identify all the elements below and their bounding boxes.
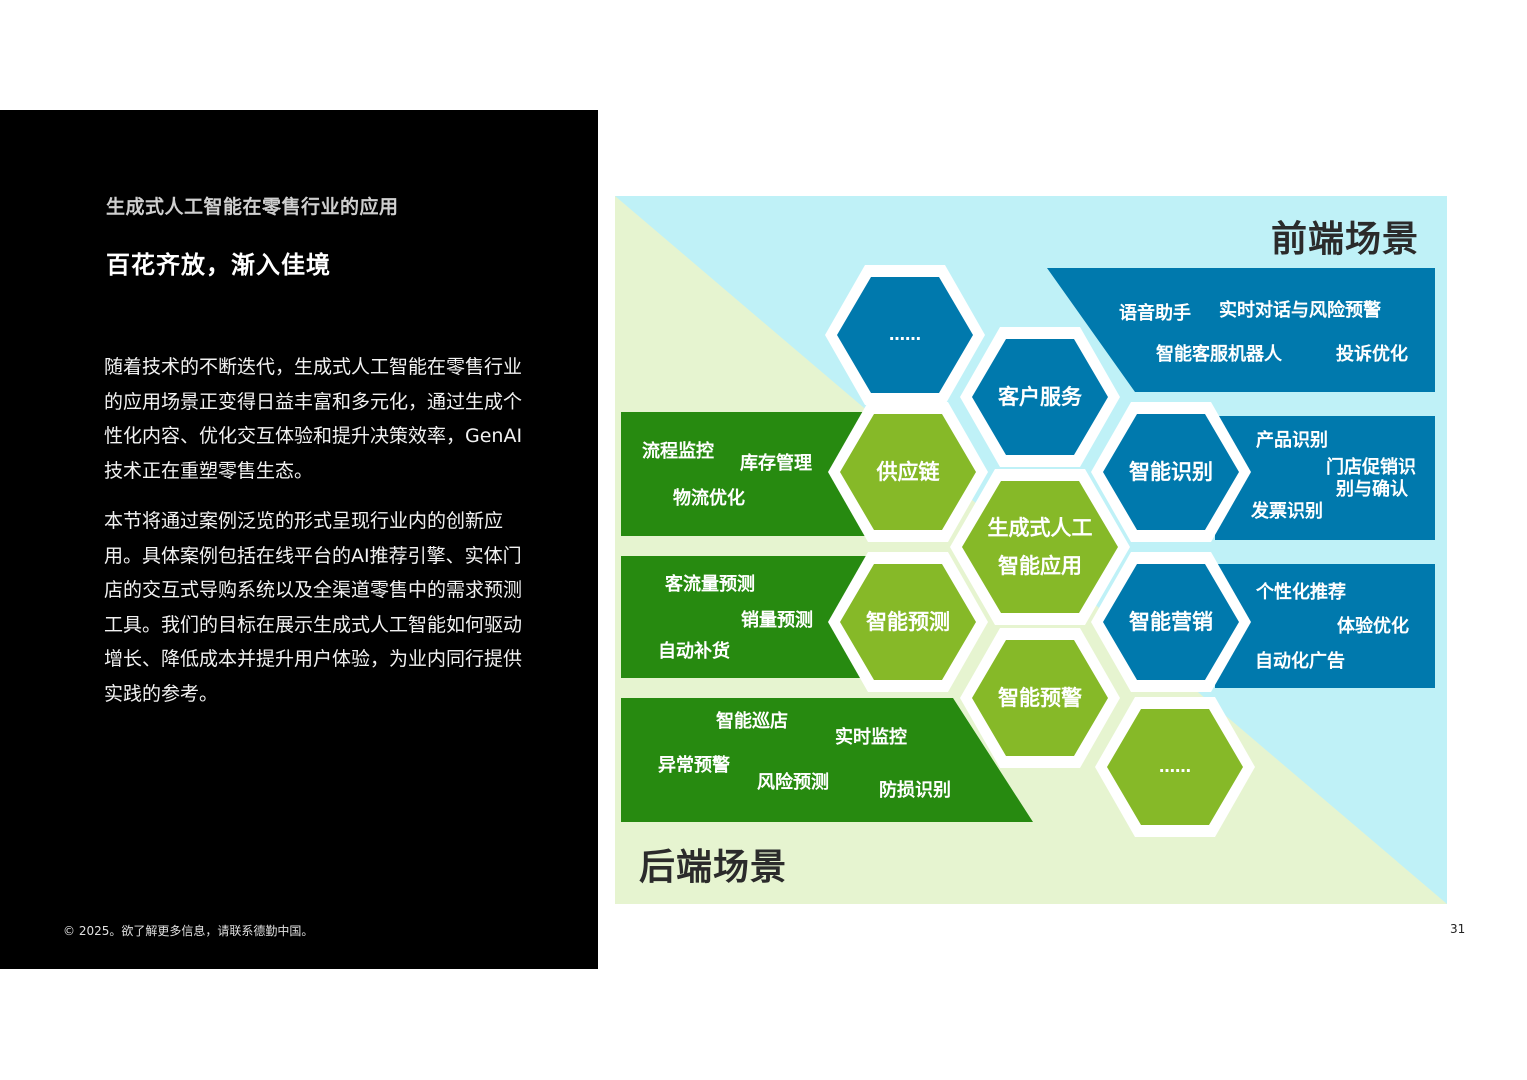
hex-supply-chain: [828, 402, 988, 542]
band-smart-alert: [621, 698, 1033, 822]
copyright-footer: © 2025。欲了解更多信息，请联系德勤中国。: [63, 924, 314, 938]
center-label-line2: 智能应用: [998, 554, 1082, 578]
hex-smart-alert-label: 智能预警: [998, 686, 1082, 710]
item-risk-prediction: 风险预测: [757, 772, 829, 793]
band-supply-chain: [621, 412, 885, 536]
backend-scenes-title: 后端场景: [639, 847, 788, 888]
item-automated-ads: 自动化广告: [1255, 651, 1345, 672]
item-sales-forecast: 销量预测: [741, 610, 813, 631]
item-traffic-forecast: 客流量预测: [665, 574, 755, 595]
band-smart-marketing: [1215, 564, 1435, 688]
item-promo-recognition-line1: 门店促销识: [1326, 457, 1416, 478]
hex-supply-chain-label: 供应链: [876, 460, 940, 484]
hex-center-genai: [950, 469, 1130, 625]
body-paragraph-2: 本节将通过案例泛览的形式呈现行业内的创新应用。具体案例包括在线平台的AI推荐引擎…: [104, 510, 523, 705]
hex-smart-marketing: [1091, 552, 1251, 692]
frontend-scenes-title: 前端场景: [1271, 219, 1420, 260]
section-label: 生成式人工智能在零售行业的应用: [106, 196, 399, 218]
body-paragraph-1: 随着技术的不断迭代，生成式人工智能在零售行业的应用场景正变得日益丰富和多元化，通…: [104, 356, 523, 482]
center-label-line1: 生成式人工: [987, 516, 1093, 540]
hex-more-frontend-label: ……: [889, 325, 921, 344]
band-customer-service: [1047, 268, 1435, 392]
item-loss-prevention: 防损识别: [879, 780, 951, 801]
item-inventory-management: 库存管理: [740, 453, 812, 474]
band-smart-recognition: [1215, 416, 1435, 540]
item-smart-store-patrol: 智能巡店: [716, 711, 788, 732]
left-text-panel: 生成式人工智能在零售行业的应用 百花齐放，渐入佳境 随着技术的不断迭代，生成式人…: [0, 110, 598, 969]
page-headline: 百花齐放，渐入佳境: [106, 251, 331, 279]
item-personalized-recommendation: 个性化推荐: [1256, 582, 1346, 603]
item-promo-recognition-line2: 别与确认: [1336, 479, 1408, 500]
hex-smart-forecast: [828, 552, 988, 692]
hex-center-genai-label: 生成式人工 智能应用: [988, 509, 1093, 585]
hex-customer-service-label: 客户服务: [998, 385, 1082, 409]
item-process-monitoring: 流程监控: [642, 441, 714, 462]
hex-more-backend-label: ……: [1159, 757, 1191, 776]
hex-smart-marketing-label: 智能营销: [1129, 610, 1213, 634]
hex-more-backend: [1095, 697, 1255, 837]
item-anomaly-alert: 异常预警: [658, 755, 730, 776]
item-voice-assistant: 语音助手: [1119, 303, 1191, 324]
item-logistics-optimization: 物流优化: [673, 488, 745, 509]
genai-retail-scenario-diagram: 前端场景 后端场景 …… 客户服务 供应链 智能识别 生成式人工 智能应用 智能…: [615, 196, 1447, 904]
hex-smart-recognition: [1091, 402, 1251, 542]
item-realtime-monitoring: 实时监控: [835, 727, 907, 748]
item-invoice-recognition: 发票识别: [1251, 501, 1323, 522]
body-text: 随着技术的不断迭代，生成式人工智能在零售行业的应用场景正变得日益丰富和多元化，通…: [104, 350, 524, 727]
hex-smart-alert: [960, 628, 1120, 768]
hex-smart-forecast-label: 智能预测: [866, 610, 950, 634]
hex-customer-service: [960, 327, 1120, 467]
page-number: 31: [1450, 922, 1466, 936]
band-smart-forecast: [621, 556, 885, 678]
item-realtime-dialog-risk-alert: 实时对话与风险预警: [1219, 300, 1381, 321]
item-complaint-optimization: 投诉优化: [1336, 344, 1408, 365]
hex-smart-recognition-label: 智能识别: [1129, 460, 1213, 484]
item-service-robot: 智能客服机器人: [1156, 344, 1282, 365]
item-experience-optimization: 体验优化: [1337, 616, 1409, 637]
item-auto-replenishment: 自动补货: [658, 641, 730, 662]
hex-more-frontend: [825, 265, 985, 405]
item-product-recognition: 产品识别: [1256, 430, 1328, 451]
diagram-graphics: [615, 196, 1447, 904]
